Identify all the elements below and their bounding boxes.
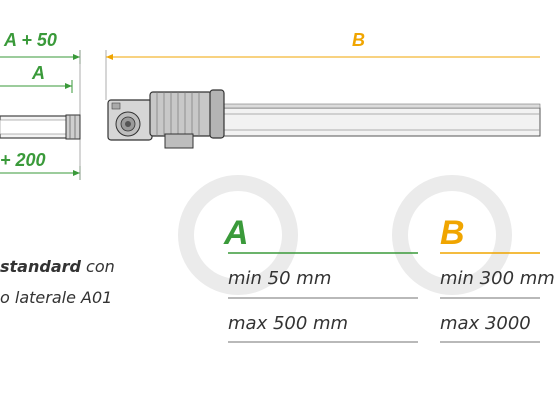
caption-line-1: standard con xyxy=(0,257,115,276)
left-shaft-assembly xyxy=(0,114,81,140)
dimension-a-plus-50 xyxy=(0,50,81,64)
legend-circle-a xyxy=(178,175,298,295)
legend-b-min: min 300 mm xyxy=(440,268,555,289)
label-a-plus-200: + 200 xyxy=(0,150,46,170)
label-a-plus-50: A + 50 xyxy=(3,30,57,50)
legend-circle-b xyxy=(392,175,512,295)
dimension-a xyxy=(0,80,73,93)
label-a: A xyxy=(31,63,45,83)
legend-b-max: max 3000 xyxy=(440,313,531,334)
caption-bold: standard xyxy=(0,257,81,276)
product-diagram: A + 50 A + 200 B xyxy=(0,30,541,343)
legend-a-letter: A xyxy=(224,214,249,252)
caption-rest: con xyxy=(80,257,115,276)
motor xyxy=(149,89,225,149)
legend-b-letter: B xyxy=(440,214,465,252)
gearbox xyxy=(107,99,153,141)
legend-a-min: min 50 mm xyxy=(228,268,332,289)
legend-a-max: max 500 mm xyxy=(228,313,349,334)
dimension-b xyxy=(106,54,540,60)
label-b: B xyxy=(352,30,365,50)
caption-line-2: o laterale A01 xyxy=(0,288,113,307)
